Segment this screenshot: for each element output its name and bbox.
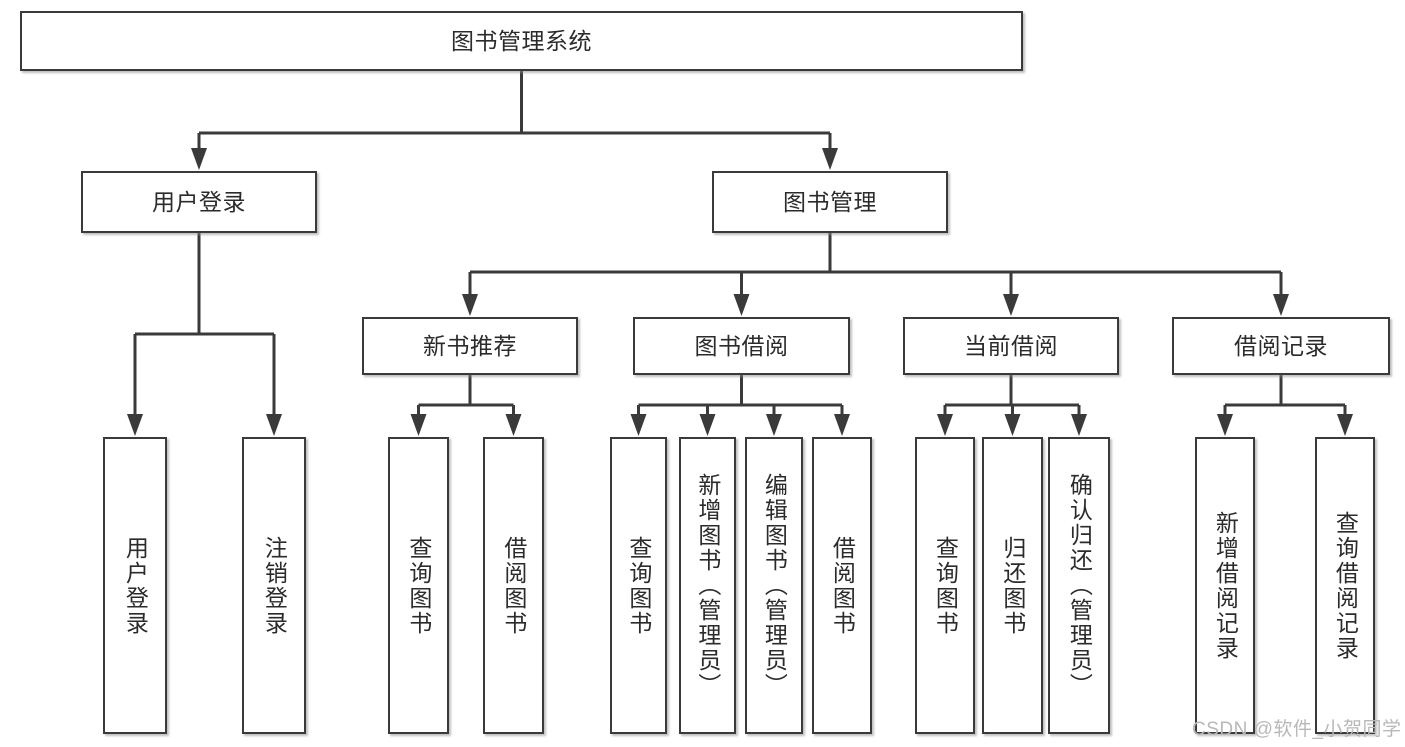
node-label: 用户登录	[122, 535, 149, 636]
node-label: 借阅图书	[829, 535, 856, 636]
node-leaf-borrow-book-2[interactable]: 借阅图书	[812, 437, 872, 734]
node-label: 借阅图书	[500, 535, 527, 636]
arrowhead-leaf-return-book	[1004, 414, 1021, 436]
arrowhead-current-borrow	[1003, 294, 1019, 316]
node-label: 确认归还（管理员）	[1066, 473, 1093, 698]
node-leaf-borrow-book-1[interactable]: 借阅图书	[483, 437, 544, 734]
node-label: 借阅记录	[1234, 332, 1328, 359]
node-label: 图书借阅	[694, 332, 789, 359]
node-label: 编辑图书（管理员）	[761, 473, 788, 698]
node-leaf-query-book-1[interactable]: 查询图书	[388, 437, 449, 734]
node-current-borrow[interactable]: 当前借阅	[903, 317, 1119, 375]
node-leaf-query-book-2[interactable]: 查询图书	[610, 437, 667, 734]
arrowhead-leaf-query-record	[1337, 414, 1353, 436]
arrowhead-book-borrow	[733, 294, 750, 316]
node-leaf-query-book-3[interactable]: 查询图书	[915, 437, 975, 734]
node-new-book-rec[interactable]: 新书推荐	[362, 317, 578, 375]
node-label: 新增图书（管理员）	[694, 473, 721, 698]
node-book-manage[interactable]: 图书管理	[712, 171, 948, 233]
node-label: 图书管理	[783, 188, 877, 215]
node-label: 查询图书	[932, 535, 959, 636]
arrowhead-borrow-record	[1273, 294, 1289, 316]
node-leaf-confirm-return[interactable]: 确认归还（管理员）	[1048, 437, 1110, 734]
arrowhead-leaf-edit-book	[766, 414, 782, 436]
node-borrow-record[interactable]: 借阅记录	[1172, 317, 1390, 375]
arrowhead-new-book-rec	[462, 294, 478, 316]
node-label: 注销登录	[261, 535, 288, 636]
node-label: 查询图书	[625, 535, 652, 636]
arrowhead-leaf-user-login	[127, 414, 143, 436]
node-leaf-add-book[interactable]: 新增图书（管理员）	[679, 437, 736, 734]
arrowhead-leaf-add-record	[1217, 414, 1233, 436]
arrowhead-leaf-borrow-book-1	[505, 414, 522, 436]
arrowhead-leaf-logout	[266, 414, 282, 436]
arrowhead-leaf-borrow-book-2	[834, 414, 850, 436]
node-user-login[interactable]: 用户登录	[81, 171, 317, 233]
node-label: 查询图书	[405, 535, 432, 636]
arrowhead-user-login	[191, 148, 207, 170]
arrowhead-book-manage	[822, 148, 838, 170]
node-label: 归还图书	[999, 535, 1026, 636]
arrowhead-leaf-confirm-return	[1071, 414, 1087, 436]
node-label: 新书推荐	[423, 332, 517, 359]
node-label: 用户登录	[152, 188, 246, 215]
node-leaf-query-record[interactable]: 查询借阅记录	[1315, 437, 1375, 734]
node-book-borrow[interactable]: 图书借阅	[633, 317, 850, 375]
node-label: 图书管理系统	[451, 27, 592, 54]
node-leaf-edit-book[interactable]: 编辑图书（管理员）	[745, 437, 803, 734]
arrowhead-leaf-query-book-3	[937, 414, 953, 436]
arrowhead-leaf-query-book-1	[410, 414, 427, 436]
node-root[interactable]: 图书管理系统	[20, 11, 1023, 71]
node-leaf-return-book[interactable]: 归还图书	[982, 437, 1043, 734]
node-label: 当前借阅	[964, 332, 1058, 359]
node-leaf-add-record[interactable]: 新增借阅记录	[1195, 437, 1255, 734]
arrowhead-leaf-add-book	[699, 414, 716, 436]
arrowhead-leaf-query-book-2	[630, 414, 647, 436]
node-label: 查询借阅记录	[1332, 510, 1359, 661]
node-label: 新增借阅记录	[1212, 510, 1239, 661]
watermark: CSDN @软件_小贺同学	[1192, 719, 1402, 740]
node-leaf-logout[interactable]: 注销登录	[242, 437, 306, 734]
node-leaf-user-login[interactable]: 用户登录	[103, 437, 167, 734]
